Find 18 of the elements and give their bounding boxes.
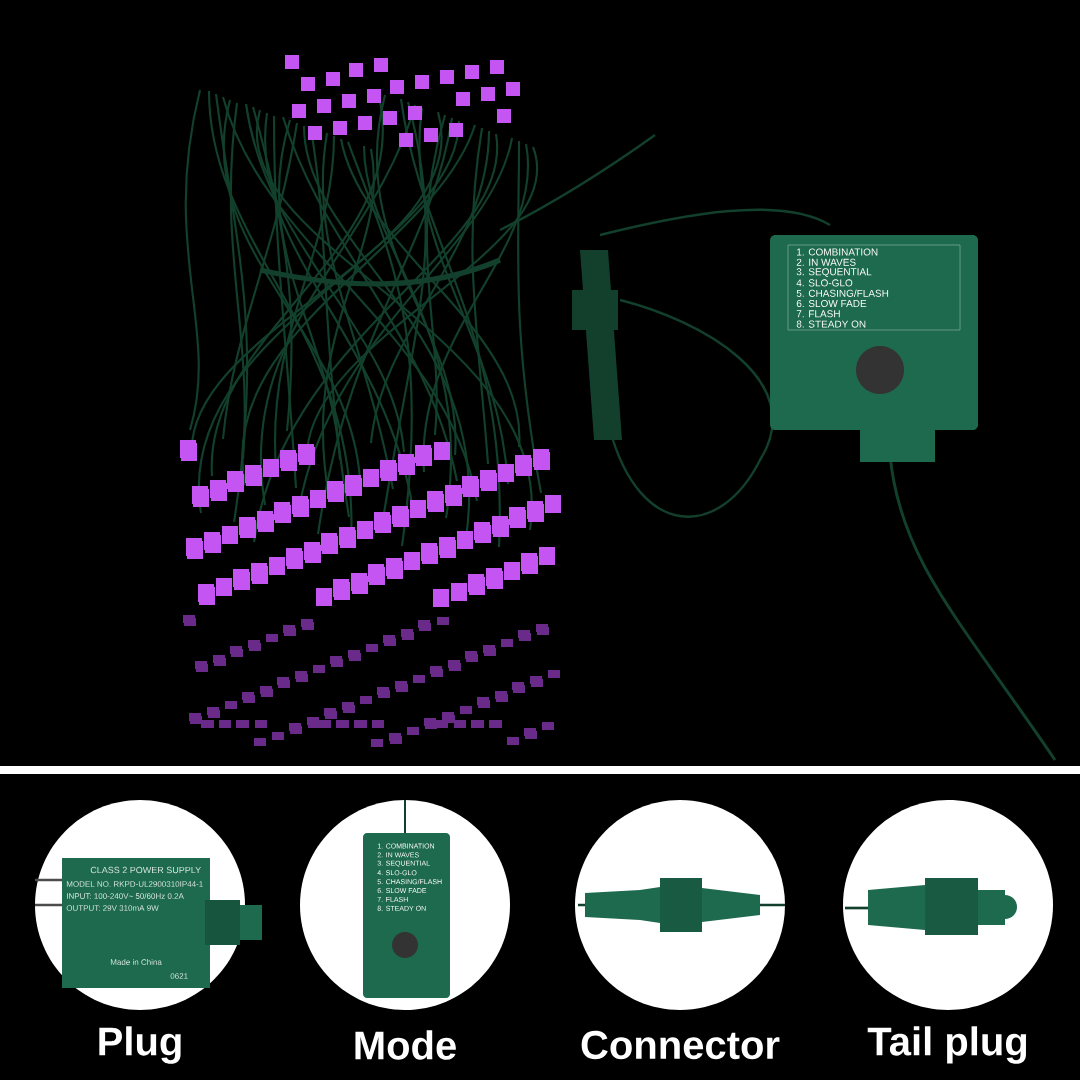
plug-label-text: Made in China: [110, 959, 162, 965]
mode-list-item: 7. FLASH: [796, 310, 840, 318]
node-label: Tail plug: [867, 1026, 1027, 1064]
plug-label-text: OUTPUT: 29V 310mA 9W: [66, 905, 159, 911]
mode-list-item: 6. SLOW FADE: [796, 299, 867, 308]
mode-list-item: 2. IN WAVES: [796, 258, 856, 266]
node-label: Connector: [581, 1030, 780, 1060]
mode-list-item: 4. SLO-GLO: [796, 279, 853, 287]
plug-label-text: INPUT: 100-240V~ 50/60Hz 0.2A: [67, 893, 184, 899]
node-label: Mode: [355, 1030, 456, 1060]
plug-label-text: MODEL NO. RKPD-UL2900310IP44-1: [66, 881, 203, 887]
mode-list-item: 3. SEQUENTIAL: [796, 268, 872, 278]
mode-list-item: 8. STEADY ON: [796, 320, 866, 328]
plug-label-text: 0621: [170, 973, 188, 979]
plug-label-text: CLASS 2 POWER SUPPLY: [90, 866, 201, 874]
mode-list-item: 1. COMBINATION: [797, 248, 878, 256]
node-label: Plug: [99, 1026, 181, 1064]
mode-list-item: 5. CHASING/FLASH: [796, 289, 889, 297]
